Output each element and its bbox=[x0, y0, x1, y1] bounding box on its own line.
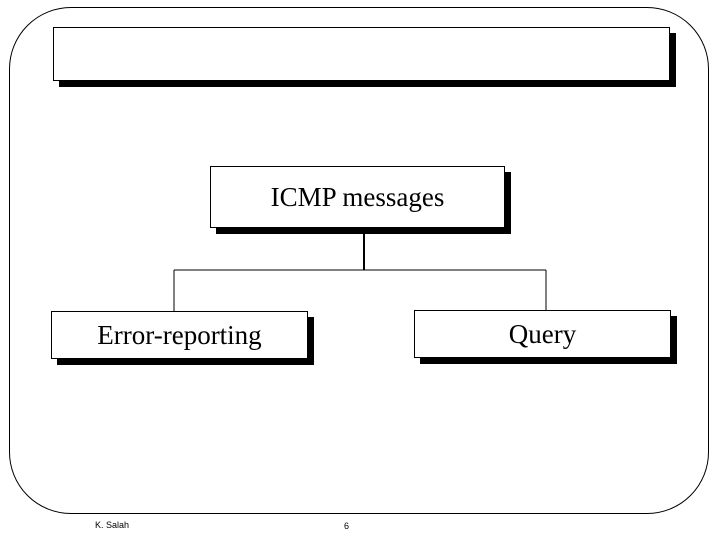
page-number: 6 bbox=[344, 521, 350, 531]
slide-frame bbox=[9, 7, 709, 514]
icmp-messages-node: ICMP messages bbox=[210, 166, 505, 228]
error-reporting-label: Error-reporting bbox=[97, 319, 262, 350]
query-node: Query bbox=[414, 310, 671, 358]
footer-author: K. Salah bbox=[95, 520, 130, 530]
query-label: Query bbox=[508, 318, 577, 349]
slide-title-box bbox=[53, 27, 670, 81]
icmp-messages-label: ICMP messages bbox=[270, 181, 445, 212]
error-reporting-node: Error-reporting bbox=[51, 311, 308, 359]
